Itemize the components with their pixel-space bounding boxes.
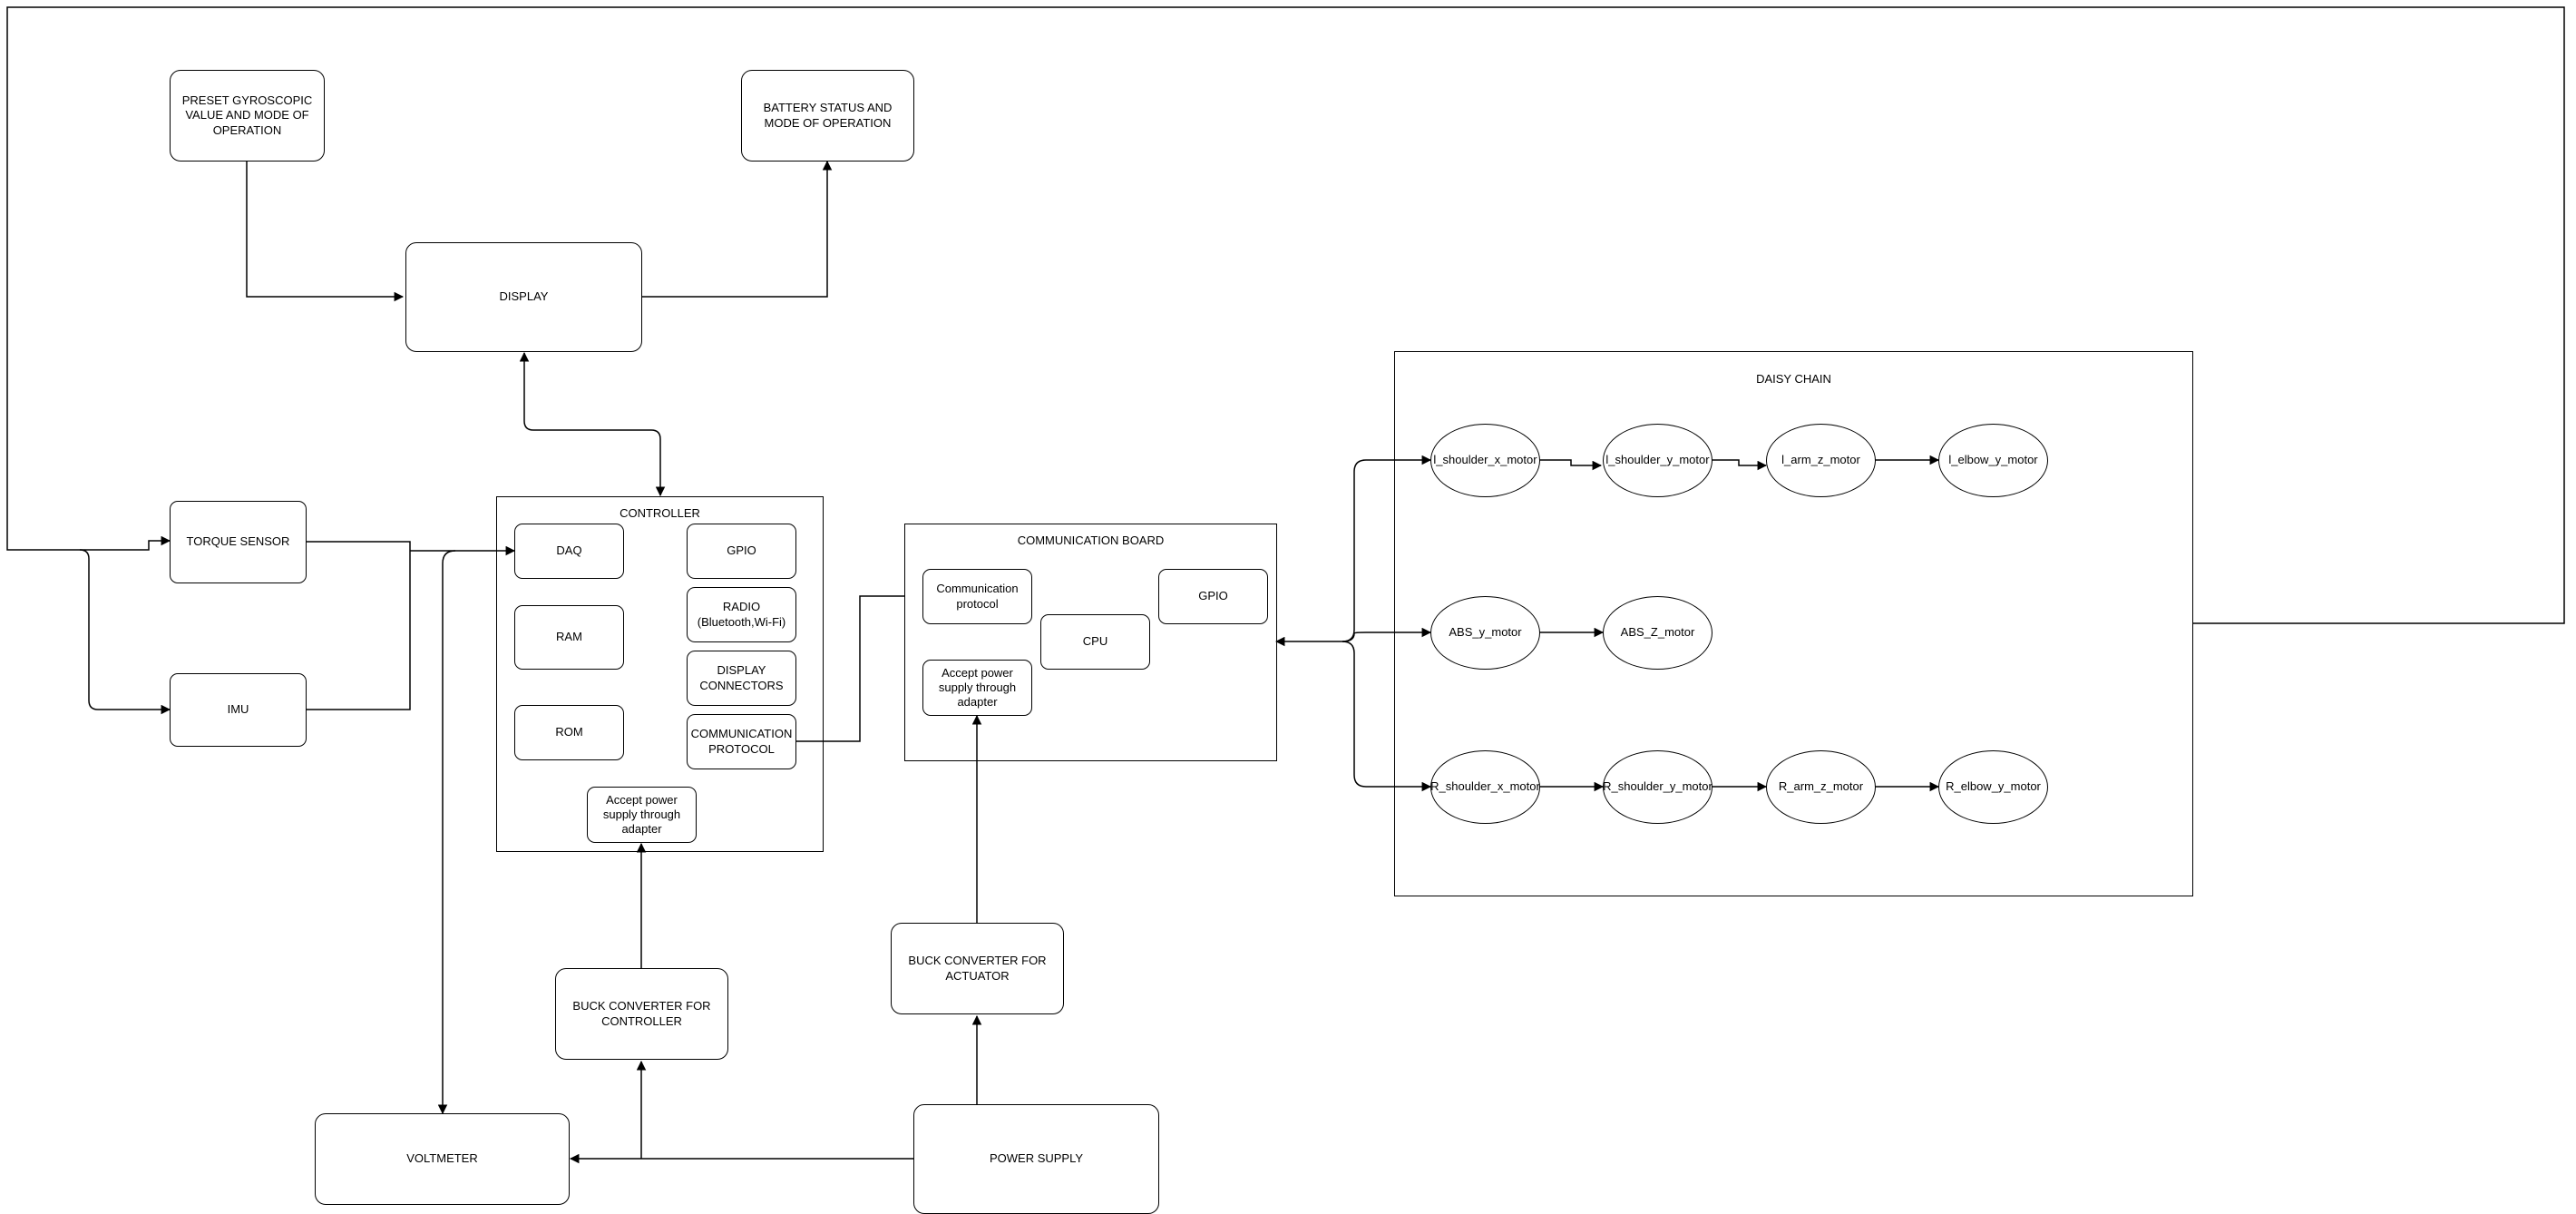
ram-label: RAM [556, 630, 582, 644]
wire-commboard-to-abs [1342, 627, 1432, 642]
buck-actuator-box: BUCK CONVERTER FOR ACTUATOR [891, 923, 1064, 1014]
motor-label: R_elbow_y_motor [1946, 779, 2041, 794]
motor-label: l_shoulder_x_motor [1433, 453, 1537, 467]
daisy-chain-frame: DAISY CHAIN [1394, 351, 2193, 896]
commboard-gpio-label: GPIO [1198, 589, 1228, 603]
motor-label: l_arm_z_motor [1781, 453, 1860, 467]
wire-loop-to-imu [79, 549, 171, 715]
wire-to-voltmeter [437, 550, 456, 1115]
battery-status-box: BATTERY STATUS AND MODE OF OPERATION [741, 70, 914, 162]
commboard-power-input-label: Accept power supply through adapter [938, 665, 1017, 710]
commboard-power-input-box: Accept power supply through adapter [922, 660, 1032, 716]
buck-controller-box: BUCK CONVERTER FOR CONTROLLER [555, 968, 728, 1060]
motor-label: l_shoulder_y_motor [1605, 453, 1710, 467]
daq-box: DAQ [514, 524, 624, 579]
commboard-gpio-box: GPIO [1158, 569, 1268, 624]
motor-label: ABS_Z_motor [1620, 625, 1695, 640]
motor-l-shoulder-x: l_shoulder_x_motor [1430, 424, 1540, 497]
communication-protocol-label: COMMUNICATION PROTOCOL [690, 727, 793, 756]
radio-box: RADIO (Bluetooth,Wi-Fi) [687, 587, 796, 642]
imu-box: IMU [170, 673, 307, 747]
wire-feedback-loop [6, 6, 2565, 624]
wire-controller-to-commboard [795, 595, 904, 742]
daq-label: DAQ [556, 543, 582, 558]
motor-r-shoulder-y: R_shoulder_y_motor [1603, 750, 1712, 824]
motor-r-elbow-y: R_elbow_y_motor [1938, 750, 2048, 824]
controller-gpio-label: GPIO [727, 543, 756, 558]
display-box: DISPLAY [405, 242, 642, 352]
display-label: DISPLAY [499, 289, 549, 304]
commboard-protocol-box: Communication protocol [922, 569, 1032, 624]
motor-label: R_shoulder_x_motor [1430, 779, 1540, 794]
torque-sensor-label: TORQUE SENSOR [186, 534, 290, 549]
voltmeter-label: VOLTMETER [406, 1151, 478, 1166]
motor-label: R_arm_z_motor [1778, 779, 1864, 794]
motor-abs-z: ABS_Z_motor [1603, 596, 1712, 670]
voltmeter-box: VOLTMETER [315, 1113, 570, 1205]
motor-label: ABS_y_motor [1449, 625, 1522, 640]
wire-display-to-battery [641, 160, 833, 298]
commboard-protocol-label: Communication protocol [936, 582, 1019, 611]
buck-controller-label: BUCK CONVERTER FOR CONTROLLER [572, 999, 711, 1028]
ram-box: RAM [514, 605, 624, 670]
motor-r-arm-z: R_arm_z_motor [1766, 750, 1876, 824]
radio-label: RADIO (Bluetooth,Wi-Fi) [697, 600, 786, 629]
wire-commboard-to-right-row [1342, 641, 1432, 792]
wire-preset-to-display [246, 161, 405, 302]
wire-lsx-to-lsy [1539, 459, 1603, 471]
motor-l-arm-z: l_arm_z_motor [1766, 424, 1876, 497]
motor-r-shoulder-x: R_shoulder_x_motor [1430, 750, 1540, 824]
power-supply-box: POWER SUPPLY [913, 1104, 1159, 1214]
power-supply-label: POWER SUPPLY [989, 1151, 1084, 1166]
communication-board-title: COMMUNICATION BOARD [1017, 534, 1165, 547]
preset-gyro-label: PRESET GYROSCOPIC VALUE AND MODE OF OPER… [181, 93, 313, 137]
cpu-label: CPU [1082, 634, 1108, 649]
controller-title: CONTROLLER [620, 506, 700, 520]
motor-label: R_shoulder_y_motor [1603, 779, 1712, 794]
torque-sensor-box: TORQUE SENSOR [170, 501, 307, 583]
motor-label: l_elbow_y_motor [1948, 453, 2038, 467]
communication-board-frame: COMMUNICATION BOARD [904, 524, 1277, 761]
buck-actuator-label: BUCK CONVERTER FOR ACTUATOR [908, 954, 1047, 983]
wire-torque-out [306, 541, 411, 710]
rom-box: ROM [514, 705, 624, 760]
motor-l-elbow-y: l_elbow_y_motor [1938, 424, 2048, 497]
controller-power-input-label: Accept power supply through adapter [602, 792, 681, 837]
display-connectors-label: DISPLAY CONNECTORS [699, 663, 784, 692]
daisy-chain-title: DAISY CHAIN [1756, 372, 1831, 386]
controller-frame: CONTROLLER [496, 496, 824, 852]
wire-lsy-to-laz [1712, 459, 1768, 471]
battery-status-label: BATTERY STATUS AND MODE OF OPERATION [763, 101, 893, 130]
communication-protocol-box: COMMUNICATION PROTOCOL [687, 714, 796, 769]
motor-l-shoulder-y: l_shoulder_y_motor [1603, 424, 1712, 497]
imu-label: IMU [227, 702, 249, 717]
cpu-box: CPU [1040, 614, 1150, 670]
controller-power-input-box: Accept power supply through adapter [587, 787, 697, 843]
motor-abs-y: ABS_y_motor [1430, 596, 1540, 670]
controller-gpio-box: GPIO [687, 524, 796, 579]
wire-display-controller [519, 351, 666, 497]
display-connectors-box: DISPLAY CONNECTORS [687, 651, 796, 706]
preset-gyro-box: PRESET GYROSCOPIC VALUE AND MODE OF OPER… [170, 70, 325, 162]
rom-label: ROM [555, 725, 583, 739]
